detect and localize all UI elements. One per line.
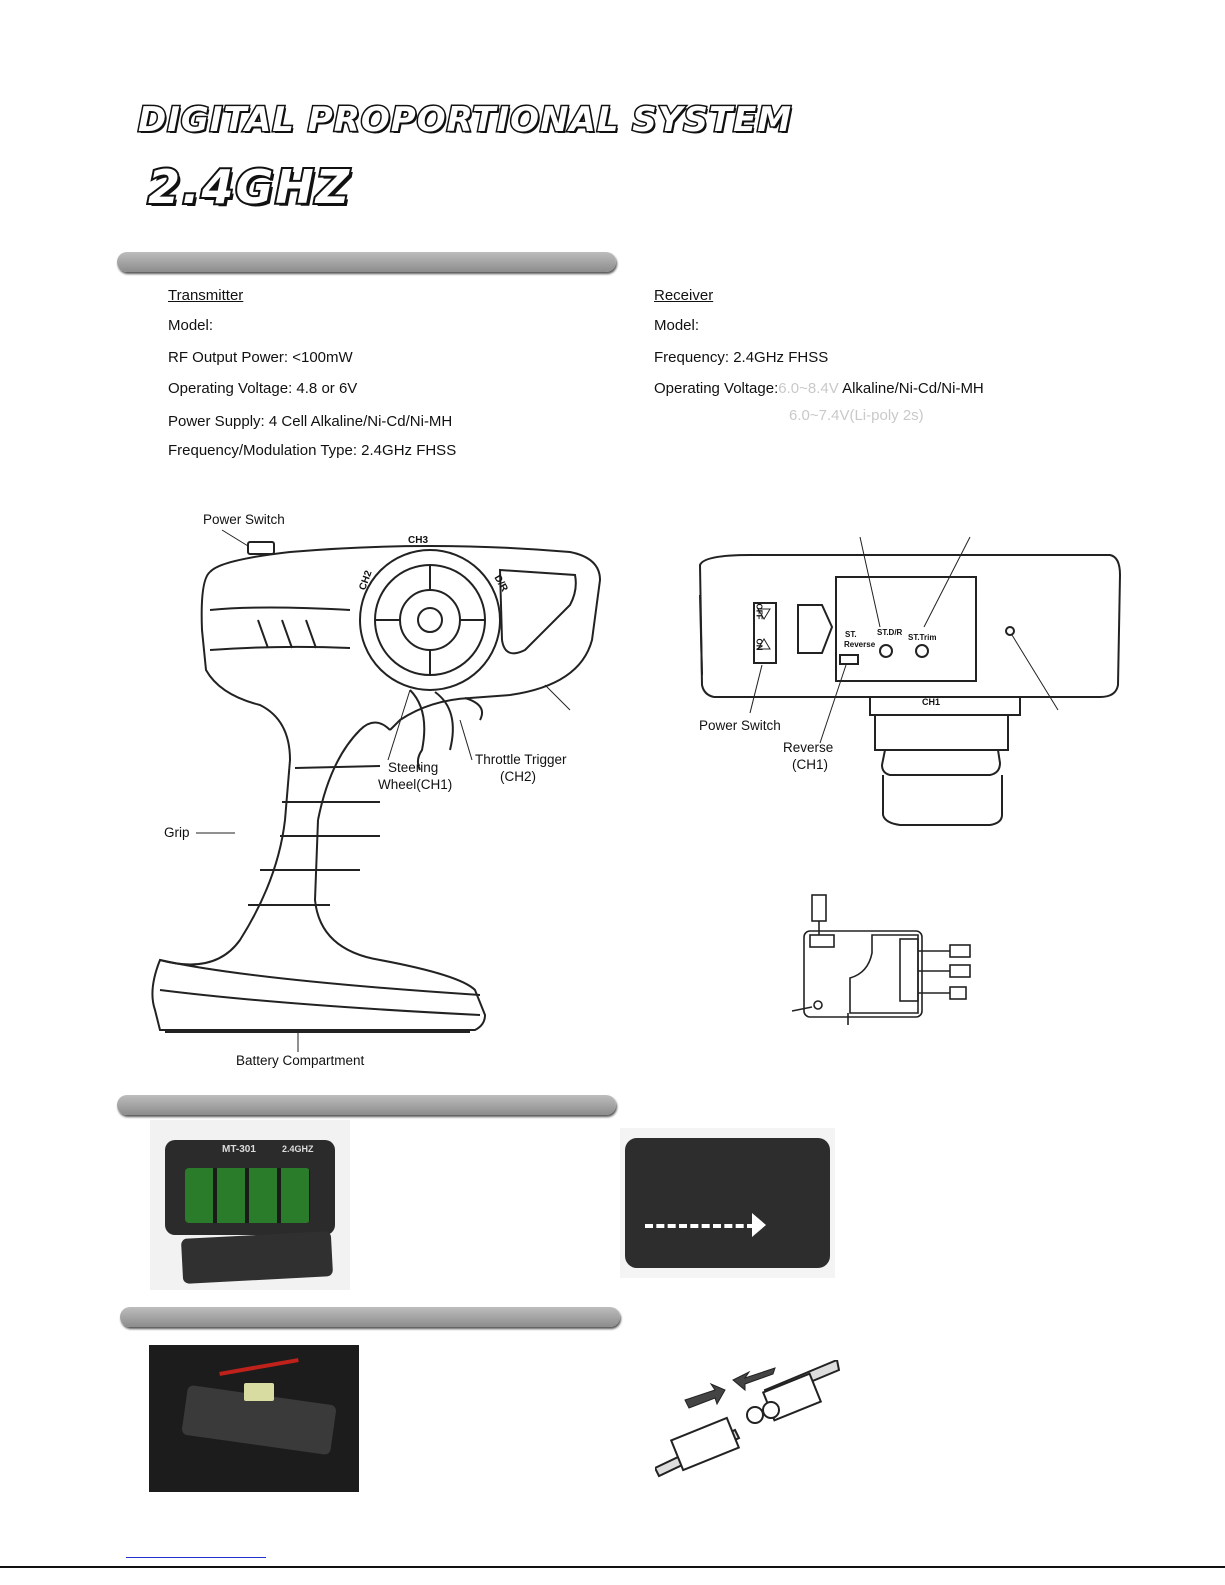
transmitter-frequency: Frequency/Modulation Type: 2.4GHz FHSS	[168, 442, 457, 459]
panel-label-on: ON	[754, 638, 764, 651]
receiver-frequency: Frequency: 2.4GHz FHSS	[654, 349, 829, 366]
panel-label-reverse-2: (CH1)	[792, 757, 828, 772]
battery-cells	[185, 1168, 310, 1223]
battery-cover	[180, 1231, 334, 1284]
panel-label-st-reverse: Reverse	[844, 640, 876, 649]
tx-label-battery: Battery Compartment	[236, 1053, 365, 1068]
receiver-voltage-range-1: 6.0~8.4V	[778, 380, 839, 397]
tx-label-ch3: CH3	[408, 535, 429, 546]
tx-label-throttle-1: Throttle Trigger	[475, 752, 567, 767]
panel-label-off: OFF	[754, 603, 764, 620]
transmitter-heading: Transmitter	[168, 287, 244, 304]
tx-label-steering-1: Steering	[388, 760, 439, 775]
panel-label-st-trim: ST.Trim	[908, 633, 937, 642]
connector-drawing	[655, 1360, 840, 1478]
photo-battery-open: MT-301 2.4GHZ	[150, 1120, 350, 1290]
receiver-model-label: Model:	[654, 317, 700, 334]
tx-label-power-switch: Power Switch	[203, 512, 285, 527]
remote-model-text: MT-301	[222, 1144, 256, 1155]
red-wire	[219, 1358, 299, 1376]
panel-label-power-switch: Power Switch	[699, 718, 781, 733]
receiver-drawing	[791, 894, 971, 1025]
footer-divider	[0, 1566, 1225, 1568]
section-bar-connection	[120, 1307, 620, 1327]
slide-arrow-icon	[645, 1224, 755, 1228]
tx-label-steering-2: Wheel(CH1)	[378, 777, 453, 792]
photo-car-battery	[149, 1345, 359, 1492]
section-bar-specs	[117, 252, 616, 272]
transmitter-model-label: Model:	[168, 317, 214, 334]
tx-label-throttle-2: (CH2)	[500, 769, 536, 784]
panel-label-st-dr: ST.D/R	[877, 628, 903, 637]
slide-arrow-head-icon	[752, 1213, 766, 1237]
receiver-operating-voltage: Operating Voltage:6.0~8.4V Alkaline/Ni-C…	[654, 380, 984, 397]
transmitter-panel-drawing	[698, 536, 1122, 826]
transmitter-operating-voltage: Operating Voltage: 4.8 or 6V	[168, 380, 358, 397]
photo-battery-cover	[620, 1128, 835, 1278]
receiver-voltage-type-1: Alkaline/Ni-Cd/Ni-MH	[842, 380, 984, 397]
transmitter-rf-output: RF Output Power: <100mW	[168, 349, 353, 366]
panel-label-ch1: CH1	[922, 697, 941, 707]
logo-frequency: 2.4GHZ	[146, 158, 352, 216]
remote-body-2	[625, 1138, 830, 1268]
receiver-voltage-line-2: 6.0~7.4V(Li-poly 2s)	[789, 407, 924, 424]
tx-label-grip: Grip	[164, 825, 190, 840]
receiver-heading: Receiver	[654, 287, 714, 304]
receiver-voltage-label: Operating Voltage:	[654, 380, 779, 397]
panel-label-reverse-1: Reverse	[783, 740, 834, 755]
logo-title: DIGITAL PROPORTIONAL SYSTEM	[136, 99, 793, 142]
transmitter-drawing	[151, 529, 602, 1052]
section-bar-battery	[117, 1095, 616, 1115]
tamiya-connector	[244, 1383, 274, 1401]
footer-link-underline[interactable]	[126, 1557, 266, 1558]
remote-freq-text: 2.4GHZ	[282, 1144, 314, 1154]
transmitter-power-supply: Power Supply: 4 Cell Alkaline/Ni-Cd/Ni-M…	[168, 413, 453, 430]
panel-label-st: ST.	[845, 630, 857, 639]
